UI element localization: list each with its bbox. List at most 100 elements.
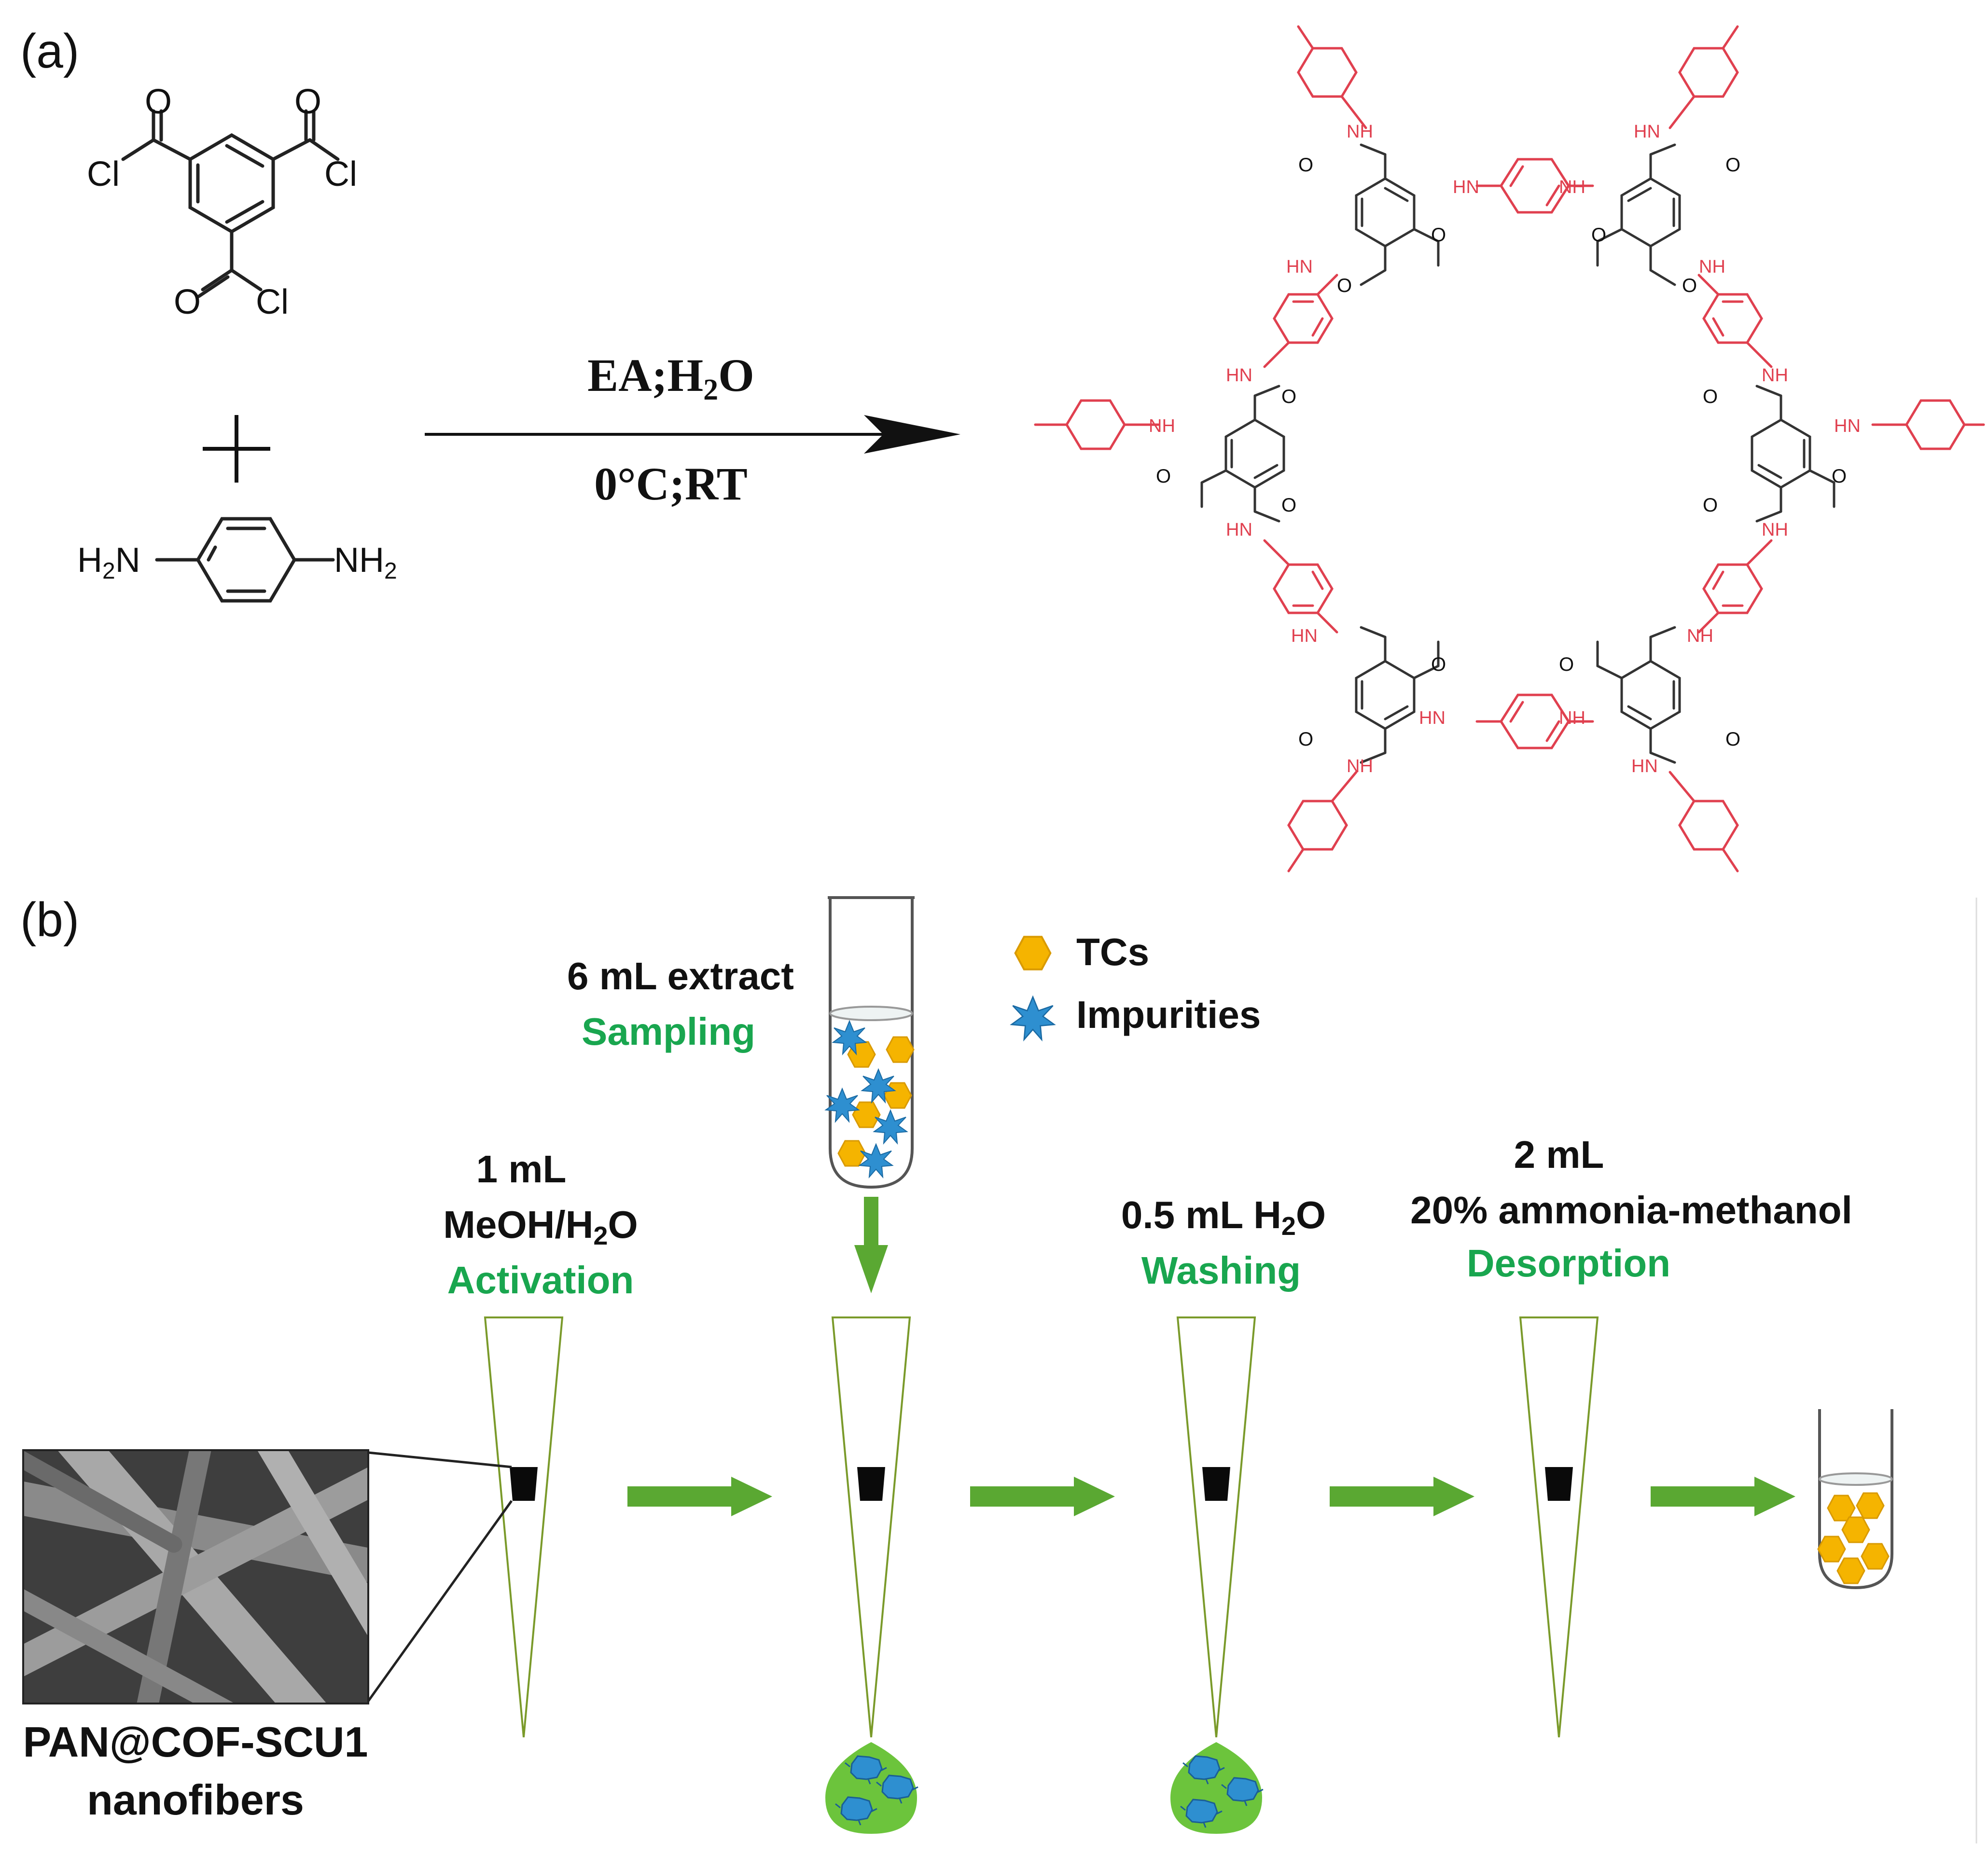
condition-solvent: EA;H2O xyxy=(587,349,754,406)
pipette-tip-sampling xyxy=(831,1316,911,1738)
svg-text:HN: HN xyxy=(1226,365,1252,386)
cof-terminal-phenyls xyxy=(1034,25,1985,873)
desorption-volume-2: 20% ammonia-methanol xyxy=(1410,1189,1852,1232)
o-right-label: O xyxy=(294,83,321,121)
desorption-volume-1: 2 mL xyxy=(1514,1133,1604,1176)
svg-text:O: O xyxy=(1559,654,1574,675)
svg-text:NH: NH xyxy=(1559,708,1585,728)
cof-node-top-left xyxy=(1355,177,1416,248)
svg-text:O: O xyxy=(1337,275,1352,296)
svg-text:HN: HN xyxy=(1631,756,1658,776)
phenylenediamine-structure: H2N NH2 xyxy=(77,517,397,603)
activation-volume-1: 1 mL xyxy=(476,1148,567,1191)
activation-label: Activation xyxy=(447,1259,634,1302)
svg-text:O: O xyxy=(1832,466,1847,487)
svg-text:O: O xyxy=(1298,729,1313,750)
sampling-label: Sampling xyxy=(582,1010,755,1053)
process-arrow-3 xyxy=(1330,1477,1474,1516)
svg-text:O: O xyxy=(1281,495,1296,516)
cof-node-bottom-left xyxy=(1355,660,1416,730)
reaction-arrow xyxy=(425,415,960,454)
process-arrow-4 xyxy=(1651,1477,1795,1516)
svg-text:NH: NH xyxy=(1762,365,1788,386)
sampling-volume: 6 mL extract xyxy=(567,955,794,997)
svg-text:O: O xyxy=(1298,154,1313,176)
svg-text:O: O xyxy=(1703,495,1718,516)
cof-nh-labels: NH HN HN NH HN NH HN NH NH HN HN NH HN N… xyxy=(1149,122,1861,776)
cof-node-left xyxy=(1224,418,1285,489)
cof-node-top-right xyxy=(1620,177,1681,248)
pipette-tip-activation xyxy=(484,1316,564,1738)
activation-volume-2: MeOH/H2O xyxy=(443,1203,638,1250)
trimesoyl-chloride-structure: O Cl O Cl O Cl xyxy=(87,83,357,321)
legend-tc-symbol xyxy=(1014,936,1052,970)
svg-text:O: O xyxy=(1156,466,1171,487)
svg-text:O: O xyxy=(1431,654,1446,675)
svg-text:O: O xyxy=(1431,224,1446,246)
panel-label-a: (a) xyxy=(20,24,79,78)
sampling-down-arrow xyxy=(854,1197,888,1293)
pipette-tip-desorption xyxy=(1519,1316,1599,1738)
svg-text:HN: HN xyxy=(1419,708,1446,728)
cof-node-right xyxy=(1751,418,1811,489)
legend-impurity-symbol xyxy=(1011,996,1055,1040)
material-label-line2: nanofibers xyxy=(87,1776,304,1824)
svg-text:HN: HN xyxy=(1291,626,1318,646)
collection-tube xyxy=(1817,1409,1893,1590)
svg-text:O: O xyxy=(1281,386,1296,407)
cl-right-label: Cl xyxy=(324,155,357,194)
svg-text:NH: NH xyxy=(1687,626,1713,646)
o-bottom-label: O xyxy=(174,283,201,321)
plus-sign xyxy=(203,415,270,483)
svg-text:O: O xyxy=(1725,154,1740,176)
cof-oxygen-labels: O O O O O O O O O O O O O O O O xyxy=(1156,154,1847,750)
svg-text:NH: NH xyxy=(1149,416,1175,436)
svg-text:O: O xyxy=(1725,729,1740,750)
cof-linker-bottom xyxy=(1475,693,1594,749)
washing-label: Washing xyxy=(1141,1249,1301,1292)
cl-bottom-label: Cl xyxy=(256,283,289,321)
svg-text:NH: NH xyxy=(1347,756,1373,776)
svg-text:HN: HN xyxy=(1634,122,1660,142)
svg-text:NH: NH xyxy=(1699,257,1725,277)
o-left-label: O xyxy=(145,83,172,121)
cof-linker-top xyxy=(1475,158,1594,214)
h2n-label: H2N xyxy=(77,541,140,584)
svg-text:NH: NH xyxy=(1347,122,1373,142)
cof-node-bottom-right xyxy=(1620,660,1681,730)
cof-carbonyls xyxy=(1200,143,1835,764)
cof-product-structure: O O O O O O O O O O O O O O O O xyxy=(1034,25,1985,873)
svg-text:HN: HN xyxy=(1286,257,1313,277)
washing-volume: 0.5 mL H2O xyxy=(1121,1193,1326,1241)
nh2-label: NH2 xyxy=(334,541,397,584)
legend-impurity-label: Impurities xyxy=(1076,993,1261,1036)
sem-nanofiber-image xyxy=(22,1449,369,1704)
process-arrow-1 xyxy=(627,1477,772,1516)
condition-temperature: 0°C;RT xyxy=(594,458,748,510)
cof-linker-lower-left xyxy=(1263,539,1338,634)
legend: TCs Impurities xyxy=(1011,930,1261,1040)
sample-tube xyxy=(825,896,915,1189)
waste-drop-washing xyxy=(1170,1742,1264,1834)
svg-text:O: O xyxy=(1703,386,1718,407)
svg-text:O: O xyxy=(1682,275,1697,296)
cof-linker-upper-right xyxy=(1697,274,1773,368)
legend-tc-label: TCs xyxy=(1076,930,1149,973)
svg-text:HN: HN xyxy=(1453,177,1479,197)
svg-text:HN: HN xyxy=(1226,520,1252,540)
cof-linker-lower-right xyxy=(1697,539,1773,634)
panel-label-b: (b) xyxy=(20,893,79,947)
svg-text:HN: HN xyxy=(1834,416,1861,436)
process-arrow-2 xyxy=(970,1477,1115,1516)
pipette-tip-washing xyxy=(1176,1316,1256,1738)
waste-drop-sampling xyxy=(825,1742,919,1834)
cl-left-label: Cl xyxy=(87,155,120,194)
material-label-line1: PAN@COF-SCU1 xyxy=(23,1718,368,1766)
cof-linker-upper-left xyxy=(1263,274,1338,368)
zoom-lines xyxy=(367,1451,513,1702)
desorption-label: Desorption xyxy=(1467,1242,1670,1285)
svg-text:NH: NH xyxy=(1762,520,1788,540)
svg-text:NH: NH xyxy=(1559,177,1585,197)
svg-text:O: O xyxy=(1591,224,1606,246)
